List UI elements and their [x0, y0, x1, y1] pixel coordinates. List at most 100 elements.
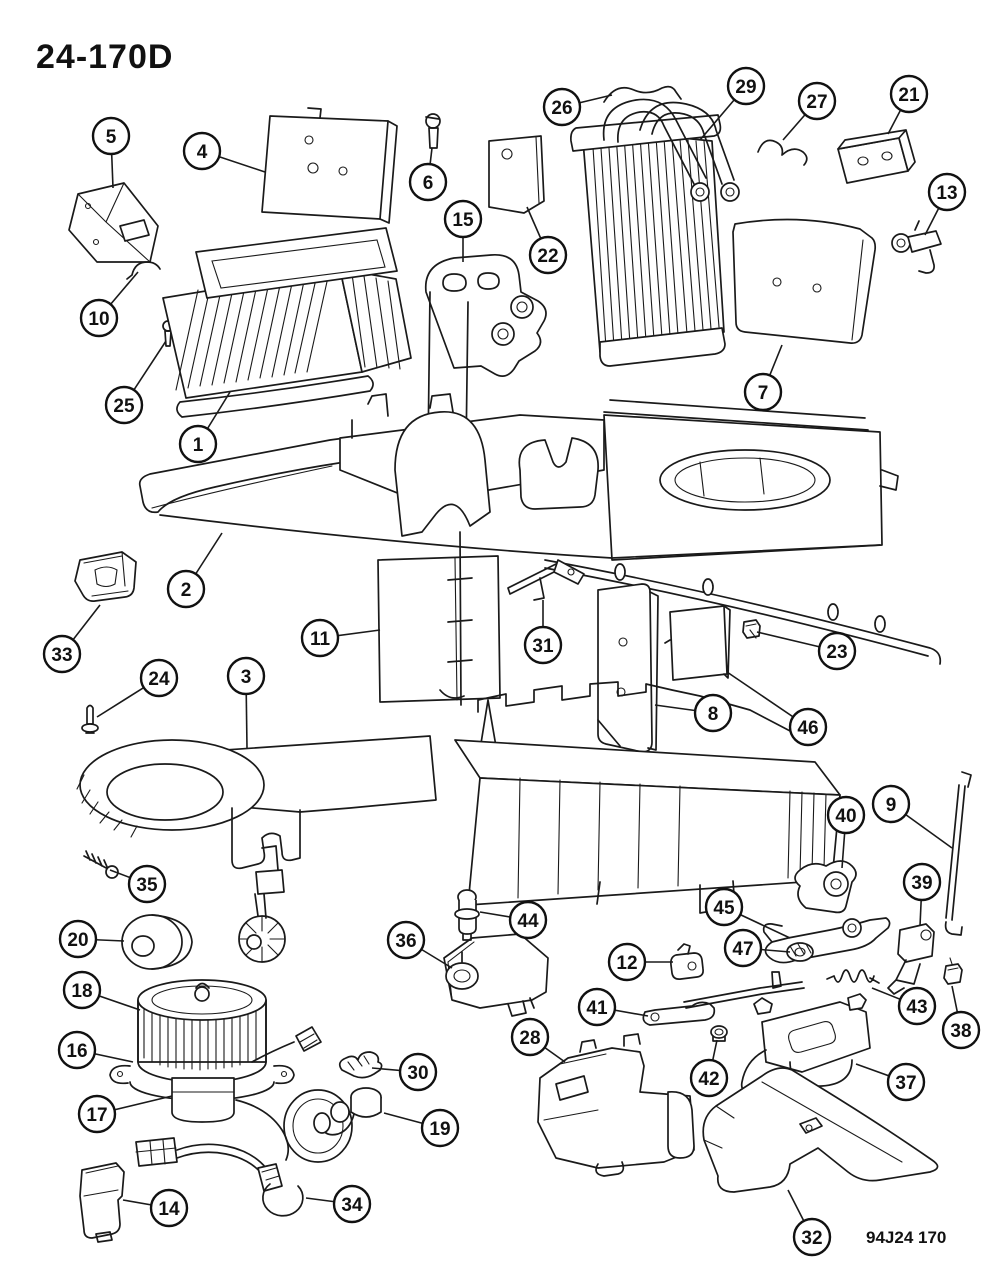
callout-38: 38: [941, 1010, 981, 1050]
part-relay: [79, 1162, 125, 1243]
callout-34: 34: [332, 1184, 372, 1224]
callout-number-5: 5: [106, 127, 117, 148]
part-valve-13: [891, 220, 942, 274]
callout-balloon-13: [927, 172, 967, 212]
callout-balloon-26: [542, 87, 582, 127]
callout-number-27: 27: [806, 92, 827, 113]
callout-25: 25: [104, 385, 144, 425]
callout-balloon-3: [226, 656, 266, 696]
callout-balloon-45: [704, 887, 744, 927]
callout-number-41: 41: [586, 998, 608, 1019]
callout-balloon-19: [420, 1108, 460, 1148]
part-mount-block: [837, 129, 916, 184]
callout-number-45: 45: [713, 898, 735, 919]
callout-layer: 1234567891011121314151617181920212223242…: [42, 66, 981, 1257]
part-heater-core: [570, 98, 740, 367]
callout-number-1: 1: [193, 435, 204, 456]
callout-22: 22: [528, 235, 568, 275]
callout-19: 19: [420, 1108, 460, 1148]
callout-balloon-22: [528, 235, 568, 275]
callout-number-39: 39: [911, 873, 932, 894]
part-side-panel-7: [732, 218, 877, 344]
callout-balloon-14: [149, 1188, 189, 1228]
part-grommet-20: [121, 914, 193, 970]
callout-number-4: 4: [197, 142, 208, 163]
callout-number-2: 2: [181, 580, 192, 601]
callout-balloon-39: [902, 862, 942, 902]
part-hose-clip-27: [757, 139, 808, 166]
part-blower-motor: [171, 1026, 353, 1163]
callout-balloon-41: [577, 987, 617, 1027]
callout-number-19: 19: [429, 1119, 450, 1140]
callout-number-29: 29: [735, 77, 756, 98]
callout-12: 12: [607, 942, 647, 982]
part-spring: [826, 969, 880, 984]
callout-balloon-43: [897, 986, 937, 1026]
callout-balloon-15: [443, 199, 483, 239]
callout-balloon-28: [510, 1017, 550, 1057]
callout-number-11: 11: [310, 629, 331, 650]
callout-balloon-24: [139, 658, 179, 698]
callout-balloon-1: [178, 424, 218, 464]
callout-balloon-5: [91, 116, 131, 156]
callout-number-15: 15: [452, 210, 474, 231]
callout-number-36: 36: [395, 931, 416, 952]
part-wire-clip-26: [603, 85, 682, 103]
callout-number-17: 17: [86, 1105, 107, 1126]
callout-16: 16: [57, 1030, 97, 1070]
callout-44: 44: [508, 900, 548, 940]
callout-balloon-27: [797, 81, 837, 121]
callout-number-40: 40: [835, 806, 856, 827]
part-support-31: [507, 559, 585, 601]
callout-33: 33: [42, 634, 82, 674]
callout-number-34: 34: [341, 1195, 363, 1216]
callout-number-33: 33: [51, 645, 72, 666]
callout-balloon-20: [58, 919, 98, 959]
callout-number-13: 13: [936, 183, 957, 204]
callout-number-9: 9: [886, 795, 897, 816]
callout-20: 20: [58, 919, 98, 959]
part-grommet-47: [786, 942, 814, 962]
callout-number-37: 37: [895, 1073, 916, 1094]
callout-26: 26: [542, 87, 582, 127]
part-jumper-harness: [135, 1137, 304, 1217]
callout-balloon-16: [57, 1030, 97, 1070]
callout-42: 42: [689, 1058, 729, 1098]
part-blend-door: [377, 531, 501, 706]
callout-number-44: 44: [517, 911, 539, 932]
callout-number-35: 35: [136, 875, 158, 896]
callout-balloon-21: [889, 74, 929, 114]
callout-number-28: 28: [519, 1028, 540, 1049]
callout-balloon-46: [788, 707, 828, 747]
callout-46: 46: [788, 707, 828, 747]
callout-balloon-42: [689, 1058, 729, 1098]
callout-31: 31: [523, 625, 563, 665]
part-screw-6: [425, 113, 441, 149]
callout-balloon-47: [723, 928, 763, 968]
callout-balloon-12: [607, 942, 647, 982]
part-check-valve: [454, 889, 480, 941]
part-clip-30: [338, 1051, 383, 1079]
part-screw-35: [83, 850, 119, 879]
callout-17: 17: [77, 1094, 117, 1134]
callout-balloon-25: [104, 385, 144, 425]
callout-13: 13: [927, 172, 967, 212]
callout-number-3: 3: [241, 667, 252, 688]
callout-21: 21: [889, 74, 929, 114]
callout-number-38: 38: [950, 1021, 971, 1042]
callout-45: 45: [704, 887, 744, 927]
part-panel-46: [664, 605, 731, 681]
callout-balloon-11: [300, 618, 340, 658]
callout-balloon-18: [62, 970, 102, 1010]
callout-15: 15: [443, 199, 483, 239]
callout-43: 43: [897, 986, 937, 1026]
callout-7: 7: [743, 372, 783, 412]
callout-balloon-29: [726, 66, 766, 106]
callout-balloon-30: [398, 1052, 438, 1092]
callout-balloon-35: [127, 864, 167, 904]
part-rod-bracket: [887, 923, 935, 995]
callout-balloon-17: [77, 1094, 117, 1134]
part-bracket-22: [488, 135, 545, 214]
callout-number-42: 42: [698, 1069, 719, 1090]
part-evaporator-core: [162, 227, 412, 418]
